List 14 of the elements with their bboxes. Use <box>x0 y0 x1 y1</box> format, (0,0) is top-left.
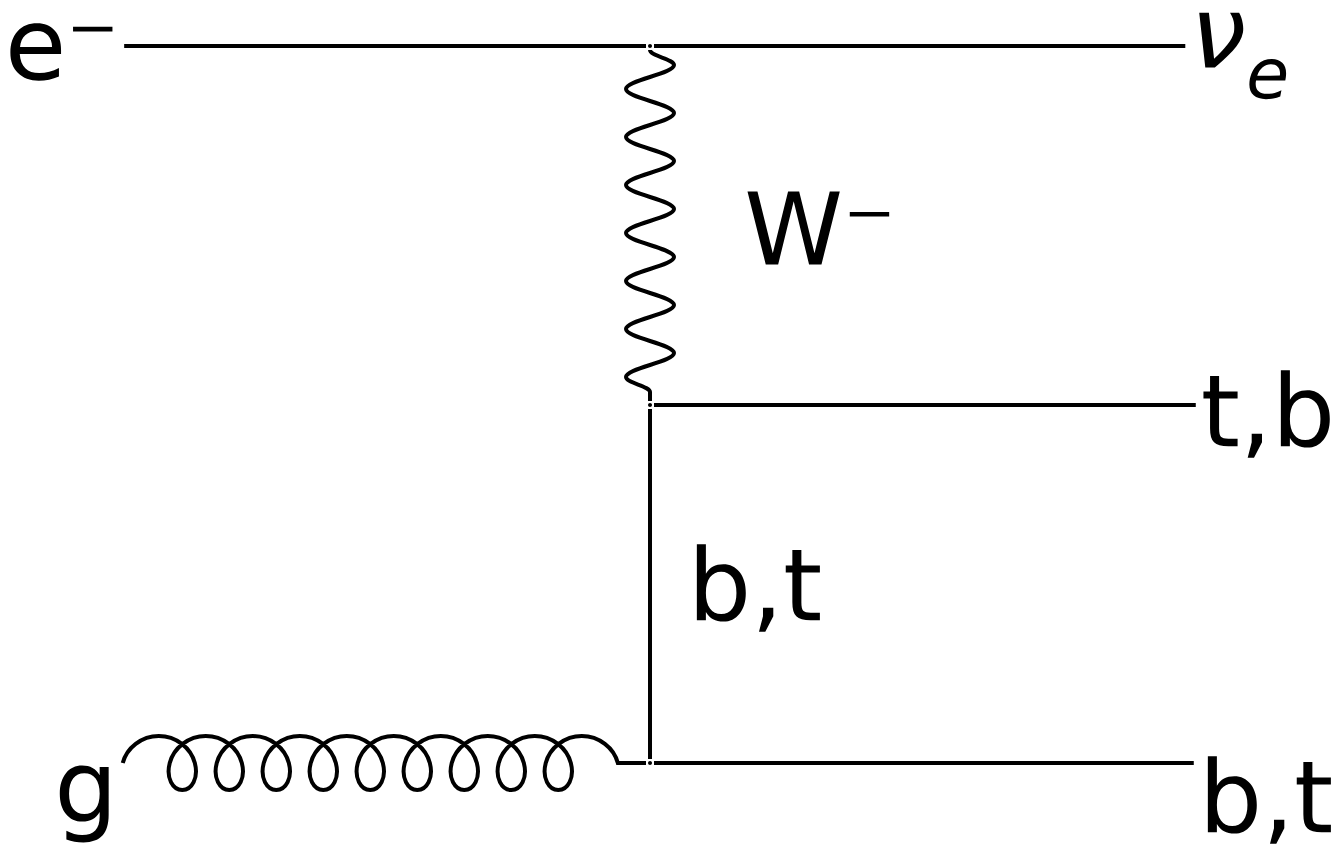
particle-label: g <box>59 765 109 843</box>
edge-label: b,t <box>685 542 825 634</box>
particle-label: b,t <box>1207 756 1331 844</box>
fermion-line <box>124 44 646 48</box>
particle-label: t,b <box>1203 370 1330 458</box>
particle-label: ν$_{e}$ <box>1199 12 1287 100</box>
fermion-line <box>648 409 652 759</box>
fermion-line <box>654 761 1194 765</box>
fermion-line <box>654 44 1186 48</box>
boson-line <box>624 48 676 401</box>
gluon-line <box>121 734 646 792</box>
edge-label: W⁻ <box>742 189 898 267</box>
fermion-line <box>654 403 1196 407</box>
particle-label: e⁻ <box>10 23 113 81</box>
